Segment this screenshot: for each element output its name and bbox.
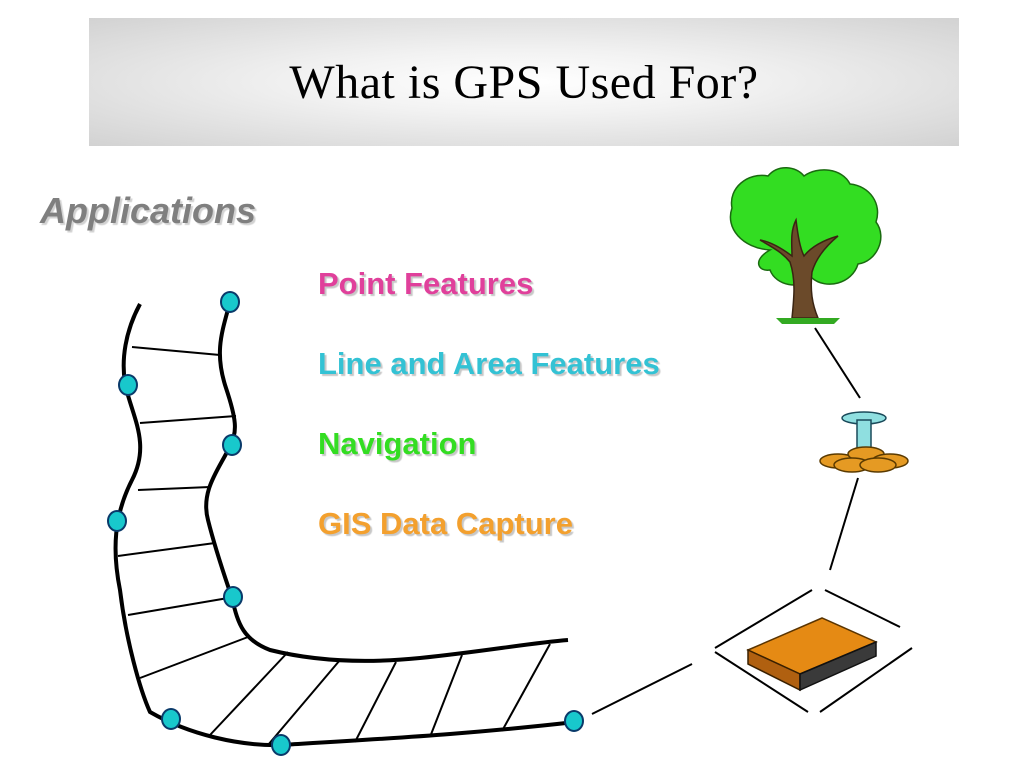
slide-title: What is GPS Used For? [289,55,759,109]
gps-point [223,586,243,608]
gps-point [161,708,181,730]
application-item-gis-data-capture: GIS Data Capture [318,506,573,541]
application-item-line-area-features: Line and Area Features [318,346,660,381]
gps-point [107,510,127,532]
application-item-navigation: Navigation [318,426,477,461]
title-bar: What is GPS Used For? [89,18,959,146]
road-diagram-icon [113,301,576,748]
applications-list: Point Features Line and Area Features Na… [318,262,660,582]
gps-point [564,710,584,732]
section-label: Applications [40,190,257,231]
connector-lines [591,327,861,715]
gps-point [222,434,242,456]
gps-point [271,734,291,756]
gps-point [220,291,240,313]
gps-point [118,374,138,396]
gps-antenna-icon [819,411,909,473]
tree-icon [729,167,882,324]
gps-point-markers [107,291,584,756]
data-logger-icon [714,589,913,713]
application-item-point-features: Point Features [318,266,534,301]
